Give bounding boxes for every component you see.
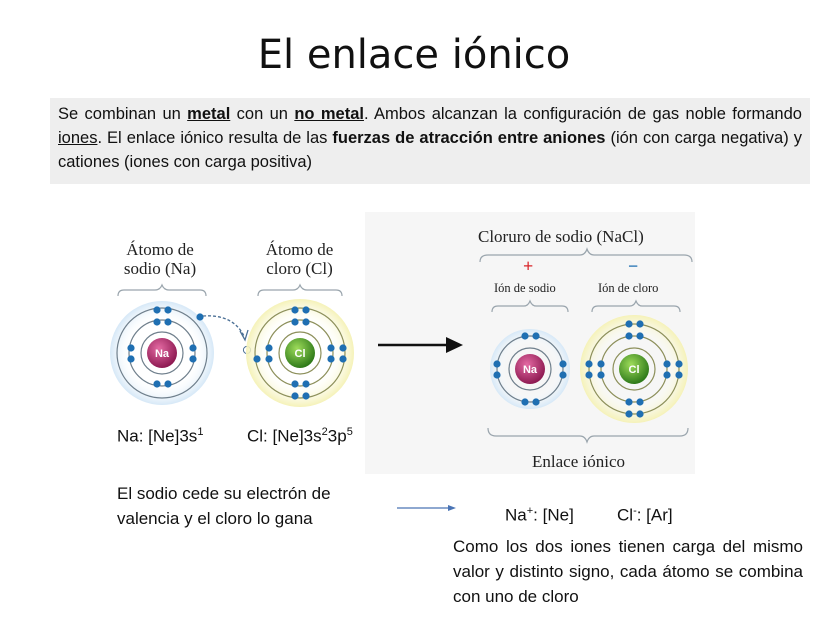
explanation-left-line2: valencia y el cloro lo gana [117,509,313,528]
chlorine-symbol: Cl [295,348,306,360]
sodium-config-sup: 1 [197,426,204,438]
intro-text-3: . Ambos alcanzan la configuración de gas… [363,105,802,123]
sodium-atom-label: Átomo de sodio (Na) [115,240,205,278]
sodium-ion-config-base: Na [505,505,527,525]
chlorine-atom-label-line2: cloro (Cl) [266,259,333,278]
chlorine-ion-label: Ión de cloro [598,281,659,295]
sodium-ion-config-sup: + [526,505,534,517]
sodium-ion-symbol: Na [523,364,538,376]
chlorine-label-brace [257,283,343,297]
chlorine-atom-label: Átomo de cloro (Cl) [252,240,347,278]
chlorine-ion-config-rest: : [Ar] [636,505,673,525]
minus-sign: − [628,256,639,276]
chlorine-ion-brace [591,299,681,313]
sodium-ion [490,329,570,409]
sodium-config-text: Na: [Ne]3s [117,426,198,446]
intro-metal: metal [187,105,231,123]
chlorine-atom-label-line1: Átomo de [265,240,334,259]
intro-fuerzas: fuerzas de atracción entre aniones [332,129,606,147]
intro-text-1: Se combinan un [58,105,188,123]
sodium-ion-brace [491,299,569,313]
chlorine-config: Cl: [Ne]3s23p5 [247,426,353,447]
chlorine-config-text: Cl: [Ne]3s [247,426,322,446]
intro-text-4: . El enlace iónico resulta de las [97,129,333,147]
electron-transfer-arrow [202,315,245,337]
chlorine-ion-config: Cl-: [Ar] [617,505,673,526]
chlorine-ion-symbol: Cl [629,364,640,376]
chlorine-ion [580,315,688,423]
bond-brace [487,427,689,444]
sodium-ion-config: Na+: [Ne] [505,505,574,526]
explanation-right: Como los dos iones tienen carga del mism… [453,537,803,606]
chlorine-ion-config-base: Cl [617,505,634,525]
intro-text-2: con un [230,105,295,123]
chlorine-config-mid: 3p [327,426,347,446]
plus-sign: + [523,256,534,276]
explanation-left-line1: El sodio cede su electrón de [117,484,331,503]
explanation-left: El sodio cede su electrón de valencia y … [117,481,387,531]
chlorine-config-sup1: 2 [321,426,328,438]
chlorine-config-sup2: 5 [346,426,353,438]
intro-iones: iones [58,129,98,147]
bond-label: Enlace iónico [532,452,625,471]
sodium-config: Na: [Ne]3s1 [117,426,203,447]
page-title: El enlace iónico [257,32,571,78]
sodium-label-brace [117,283,207,297]
chlorine-ion-config-sup: - [633,505,637,517]
chlorine-atom [246,299,354,407]
sodium-atom [110,301,214,405]
intro-no-metal: no metal [294,105,364,123]
intro-box: Se combinan un metal con un no metal. Am… [50,98,810,184]
sodium-ion-label: Ión de sodio [494,281,556,295]
intro-text-5: (ión con carga negativa) y cationes (ion… [58,129,802,171]
compound-label: Cloruro de sodio (NaCl) [478,227,644,246]
sodium-atom-label-line2: sodio (Na) [123,259,197,278]
sodium-symbol: Na [155,348,170,360]
sodium-ion-config-rest: : [Ne] [533,505,574,525]
sodium-atom-label-line1: Átomo de [126,240,194,259]
compound-brace [479,247,693,263]
